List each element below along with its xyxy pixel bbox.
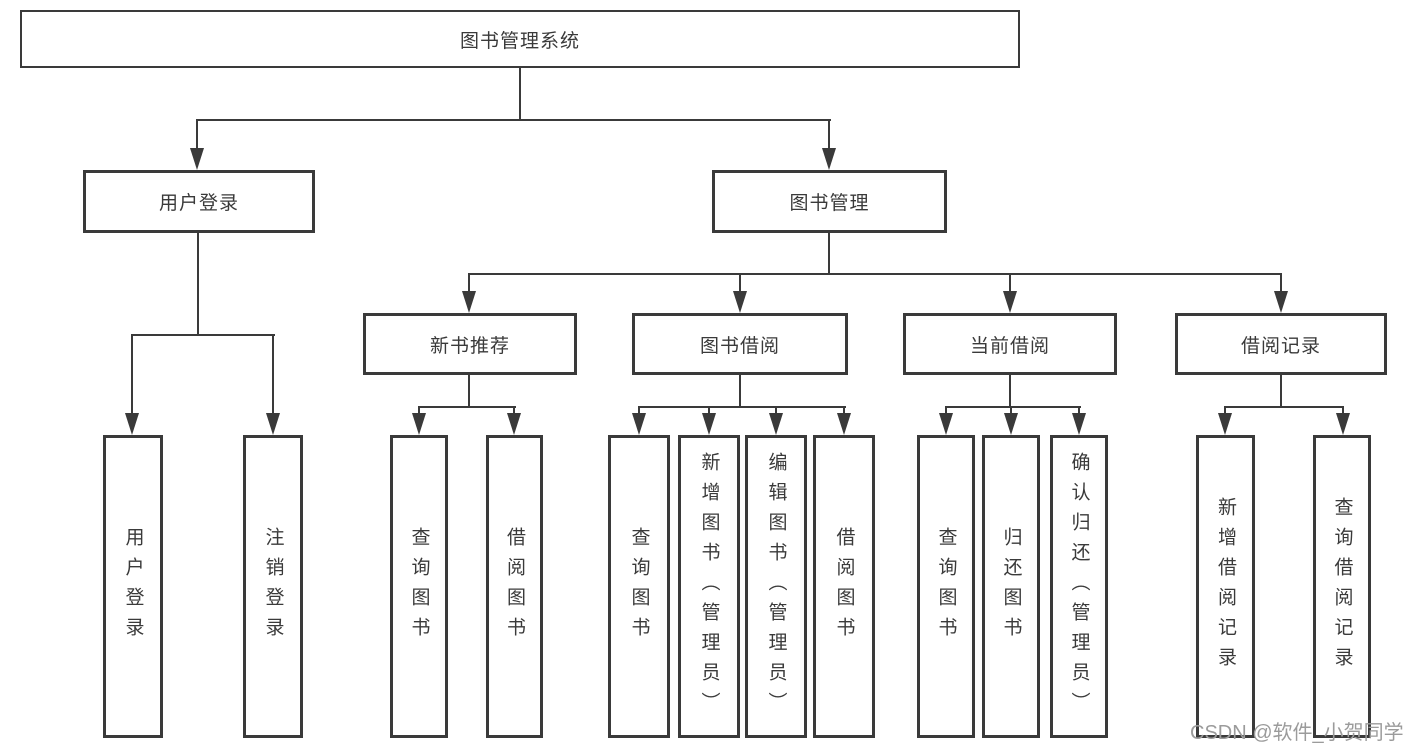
node-label: 图书管理 bbox=[789, 193, 870, 214]
arrow-down-icon bbox=[266, 413, 280, 435]
node-book-management: 图书管理 bbox=[712, 170, 947, 233]
leaf-query-borrow-record: 查询借阅记录 bbox=[1313, 435, 1371, 738]
arrow-down-icon bbox=[733, 291, 747, 313]
leaf-add-book-admin: 新增图书（管理员） bbox=[678, 435, 740, 738]
connector-line bbox=[1280, 375, 1282, 408]
connector-line bbox=[638, 406, 640, 415]
connector-line bbox=[1009, 273, 1011, 293]
connector-line bbox=[131, 334, 275, 336]
leaf-confirm-return-admin: 确认归还（管理员） bbox=[1050, 435, 1108, 738]
node-label: 借阅图书 bbox=[504, 526, 525, 647]
leaf-return-books: 归还图书 bbox=[982, 435, 1040, 738]
node-label: 编辑图书（管理员） bbox=[765, 451, 787, 722]
node-label: 查询借阅记录 bbox=[1331, 496, 1353, 677]
leaf-borrow-books-recommend: 借阅图书 bbox=[486, 435, 543, 738]
connector-line bbox=[1342, 406, 1344, 415]
leaf-query-books-current: 查询图书 bbox=[917, 435, 975, 738]
node-book-borrowing: 图书借阅 bbox=[632, 313, 848, 375]
leaf-user-login: 用户登录 bbox=[103, 435, 163, 738]
connector-line bbox=[1009, 375, 1011, 408]
arrow-down-icon bbox=[837, 413, 851, 435]
arrow-down-icon bbox=[632, 413, 646, 435]
connector-line bbox=[843, 406, 845, 415]
connector-line bbox=[468, 375, 470, 408]
connector-line bbox=[638, 406, 846, 408]
connector-line bbox=[418, 406, 420, 415]
connector-line bbox=[513, 406, 515, 415]
leaf-borrow-books: 借阅图书 bbox=[813, 435, 875, 738]
arrow-down-icon bbox=[1336, 413, 1350, 435]
connector-line bbox=[519, 68, 521, 120]
connector-line bbox=[1224, 406, 1226, 415]
node-borrowing-records: 借阅记录 bbox=[1175, 313, 1387, 375]
arrow-down-icon bbox=[1003, 291, 1017, 313]
connector-line bbox=[1224, 406, 1344, 408]
connector-line bbox=[1010, 406, 1012, 415]
leaf-query-books-recommend: 查询图书 bbox=[390, 435, 448, 738]
connector-line bbox=[708, 406, 710, 415]
leaf-logout: 注销登录 bbox=[243, 435, 303, 738]
leaf-edit-book-admin: 编辑图书（管理员） bbox=[745, 435, 807, 738]
node-label: 查询图书 bbox=[628, 526, 650, 647]
arrow-down-icon bbox=[190, 148, 204, 170]
node-label: 注销登录 bbox=[262, 526, 284, 647]
arrow-down-icon bbox=[462, 291, 476, 313]
node-label: 新增图书（管理员） bbox=[698, 451, 720, 722]
node-new-book-recommendation: 新书推荐 bbox=[363, 313, 577, 375]
node-label: 新增借阅记录 bbox=[1215, 496, 1236, 677]
connector-line bbox=[468, 273, 470, 293]
connector-line bbox=[1078, 406, 1080, 415]
node-label: 查询图书 bbox=[408, 526, 430, 647]
node-label: 新书推荐 bbox=[429, 335, 510, 357]
node-label: 图书管理系统 bbox=[459, 30, 580, 52]
arrow-down-icon bbox=[125, 413, 139, 435]
node-label: 用户登录 bbox=[158, 193, 239, 214]
connector-line bbox=[739, 273, 741, 293]
arrow-down-icon bbox=[822, 148, 836, 170]
arrow-down-icon bbox=[939, 413, 953, 435]
node-label: 借阅记录 bbox=[1240, 335, 1321, 357]
arrow-down-icon bbox=[1218, 413, 1232, 435]
connector-line bbox=[945, 406, 1081, 408]
connector-line bbox=[468, 273, 1282, 275]
node-user-login: 用户登录 bbox=[83, 170, 315, 233]
arrow-down-icon bbox=[702, 413, 716, 435]
arrow-down-icon bbox=[769, 413, 783, 435]
connector-line bbox=[197, 119, 831, 121]
connector-line bbox=[197, 233, 199, 336]
node-library-management-system: 图书管理系统 bbox=[20, 10, 1020, 68]
connector-line bbox=[418, 406, 516, 408]
connector-line bbox=[828, 233, 830, 275]
connector-line bbox=[272, 334, 274, 414]
leaf-query-books-borrowing: 查询图书 bbox=[608, 435, 670, 738]
arrow-down-icon bbox=[1004, 413, 1018, 435]
connector-line bbox=[1280, 273, 1282, 293]
node-label: 归还图书 bbox=[1000, 526, 1022, 647]
node-label: 确认归还（管理员） bbox=[1068, 451, 1090, 722]
connector-line bbox=[828, 119, 830, 150]
connector-line bbox=[196, 119, 198, 150]
arrow-down-icon bbox=[1274, 291, 1288, 313]
node-label: 图书借阅 bbox=[699, 335, 780, 357]
arrow-down-icon bbox=[412, 413, 426, 435]
connector-line bbox=[131, 334, 133, 414]
node-label: 借阅图书 bbox=[833, 526, 855, 647]
leaf-add-borrow-record: 新增借阅记录 bbox=[1196, 435, 1255, 738]
arrow-down-icon bbox=[1072, 413, 1086, 435]
connector-line bbox=[945, 406, 947, 415]
node-current-borrowing: 当前借阅 bbox=[903, 313, 1117, 375]
arrow-down-icon bbox=[507, 413, 521, 435]
node-label: 用户登录 bbox=[122, 526, 144, 647]
connector-line bbox=[739, 375, 741, 408]
watermark: CSDN @软件_小贺同学 bbox=[1190, 722, 1404, 744]
node-label: 当前借阅 bbox=[969, 335, 1050, 357]
node-label: 查询图书 bbox=[935, 526, 957, 647]
connector-line bbox=[775, 406, 777, 415]
